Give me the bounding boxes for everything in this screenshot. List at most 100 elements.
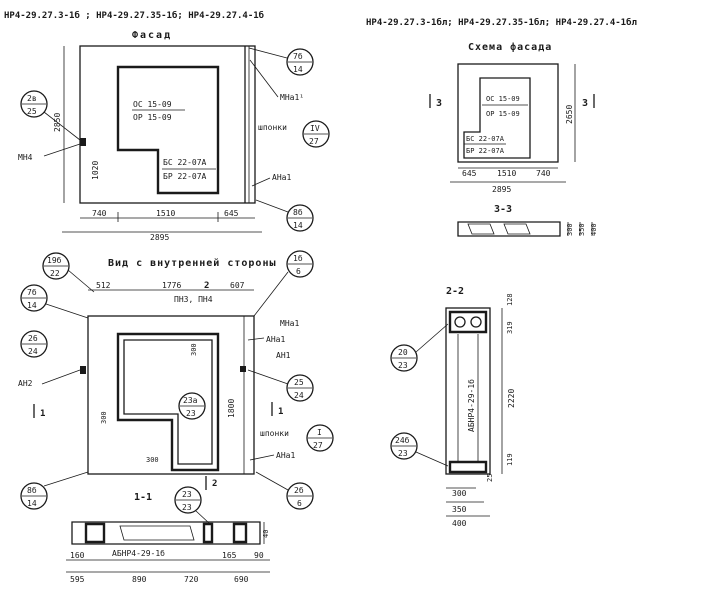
inner-label-shponki: шпонки xyxy=(260,429,289,438)
balloon-sec11-23: 23 23 xyxy=(174,486,211,525)
facade-panel-outline xyxy=(79,45,256,204)
sec11-dim-595: 595 xyxy=(70,575,85,584)
inner-dim-3: 607 xyxy=(230,281,245,290)
balloon-facade-shponki: IV 27 xyxy=(302,120,330,148)
sec22-dim-350: 350 xyxy=(452,505,467,514)
inner-anchor-mark xyxy=(240,366,246,372)
balloon-text: 22 xyxy=(50,269,60,278)
inner-dim-1800: 1800 xyxy=(227,399,236,418)
facade-label-ana1: АНа1 xyxy=(272,173,291,182)
sec22-dim-300: 300 xyxy=(452,489,467,498)
inner-panel-outline xyxy=(87,315,255,475)
balloon-text: 24 xyxy=(28,347,38,356)
leader-line xyxy=(249,59,279,98)
facade-dim-3: 645 xyxy=(224,209,239,218)
balloon-text: 2б xyxy=(294,485,304,495)
facade-title: Фасад xyxy=(132,30,172,41)
inner-anchor-mark-left xyxy=(80,366,86,374)
scheme-dim-1: 645 xyxy=(462,169,477,178)
inner-label-mna1: МНа1 xyxy=(280,319,299,328)
inner-label-ana1: АНа1 xyxy=(266,335,285,344)
balloon-text: 6 xyxy=(296,267,301,276)
balloon-inner-25: 25 24 xyxy=(247,369,314,402)
balloon-text: 20 xyxy=(398,348,408,357)
balloon-facade-top-right: 7б 14 xyxy=(248,47,314,76)
facade-dim-2: 1510 xyxy=(156,209,175,218)
facade-total: 2895 xyxy=(150,233,169,242)
balloon-inner-1b: 1б 6 xyxy=(253,250,314,317)
balloon-text: 2в xyxy=(27,94,37,103)
scheme-drawing: ОС 15-09 ОР 15-09 БС 22-07А БР 22-07А 64… xyxy=(429,63,595,194)
sec33-dim-3: 400 xyxy=(590,223,598,236)
balloon-text: 14 xyxy=(27,301,37,310)
sec22-dim-119: 119 xyxy=(506,453,514,466)
balloon-text: 1б xyxy=(293,253,303,263)
sec22-dim-25: 25 xyxy=(486,474,494,482)
balloon-text: 23 xyxy=(182,490,192,499)
section-22-title: 2-2 xyxy=(446,286,464,297)
inner-dim-300-left: 300 xyxy=(100,411,108,424)
inner-dim-1: 512 xyxy=(96,281,111,290)
balloon-text: 7б xyxy=(27,287,37,297)
balloon-sec22-24b: 24б 23 xyxy=(390,432,449,467)
scheme-total: 2895 xyxy=(492,185,511,194)
balloon-text: 27 xyxy=(313,441,323,450)
right-header: НР4-29.27.3-1бл; НР4-29.27.35-1бл; НР4-2… xyxy=(366,17,637,28)
facade-door-label-2: БР 22-07А xyxy=(163,172,207,181)
balloon-text: 19б xyxy=(47,255,62,265)
sec11-dim-165: 165 xyxy=(222,551,237,560)
balloon-text: IV xyxy=(310,124,320,133)
inner-opening-inner xyxy=(123,339,213,465)
sec11-dim-40: 40 xyxy=(262,530,270,538)
sec22-dim-2220: 2220 xyxy=(507,389,516,408)
balloon-text: 23 xyxy=(182,503,192,512)
sec22-dim-400: 400 xyxy=(452,519,467,528)
balloon-text: 23 xyxy=(398,449,408,458)
inner-label-an2: АН2 xyxy=(18,379,33,388)
balloon-inner-8b: 8б 14 xyxy=(20,471,89,510)
inner-label-an1: АН1 xyxy=(276,351,291,360)
balloon-inner-23a: 23а 23 xyxy=(178,392,206,420)
balloon-text: 27 xyxy=(309,137,319,146)
inner-label-ana1-b: АНа1 xyxy=(276,451,295,460)
inner-label-pn: ПН3, ПН4 xyxy=(174,295,213,304)
section-22-drawing xyxy=(445,307,491,475)
balloon-text: 24б xyxy=(395,435,410,445)
balloon-facade-bottom-right: 8б 14 xyxy=(255,199,314,232)
facade-left-dim: 1020 xyxy=(91,161,100,180)
leader-line xyxy=(247,337,265,341)
inner-dim-300-bottom: 300 xyxy=(146,456,159,464)
balloon-sec22-20: 20 23 xyxy=(390,323,449,372)
sec11-dim-890: 890 xyxy=(132,575,147,584)
facade-drawing: ОС 15-09 ОР 15-09 БС 22-07А БР 22-07А 74… xyxy=(18,45,330,242)
balloon-text: 23а xyxy=(183,396,198,405)
inner-mark-1-left: 1 xyxy=(40,409,45,419)
leader-line xyxy=(251,177,271,187)
balloon-inner-2b: 2б 6 xyxy=(255,471,314,510)
leader-line xyxy=(43,143,81,157)
facade-dim-1: 740 xyxy=(92,209,107,218)
facade-label-mn11: МНа1¹ xyxy=(280,93,304,102)
scheme-door-1: БС 22-07А xyxy=(466,135,505,143)
balloon-inner-26: 26 24 xyxy=(20,330,48,358)
facade-window-label-1: ОС 15-09 xyxy=(133,100,172,109)
sec11-dim-720: 720 xyxy=(184,575,199,584)
sec11-block-label: АБНР4-29-1б xyxy=(112,548,165,558)
section-33-drawing xyxy=(457,221,593,237)
balloon-text: 8б xyxy=(27,485,37,495)
sec22-dim-128: 128 xyxy=(506,293,514,306)
inner-dim-2: 1776 xyxy=(162,281,181,290)
inner-view-drawing: 512 1776 607 2 ПН3, ПН4 300 300 300 1800 xyxy=(80,281,255,475)
facade-window-label-2: ОР 15-09 xyxy=(133,113,172,122)
inner-view-title: Вид с внутренней стороны xyxy=(108,257,277,269)
scheme-mark-right: 3 xyxy=(582,98,588,109)
leader-line xyxy=(41,369,81,385)
balloon-text: I xyxy=(317,428,322,437)
scheme-dim-2: 1510 xyxy=(497,169,516,178)
scheme-window-2: ОР 15-09 xyxy=(486,110,520,118)
balloon-facade-left: 2в 25 xyxy=(20,90,81,141)
inner-mark-2: 2 xyxy=(204,281,209,291)
section-11-title: 1-1 xyxy=(134,492,152,503)
